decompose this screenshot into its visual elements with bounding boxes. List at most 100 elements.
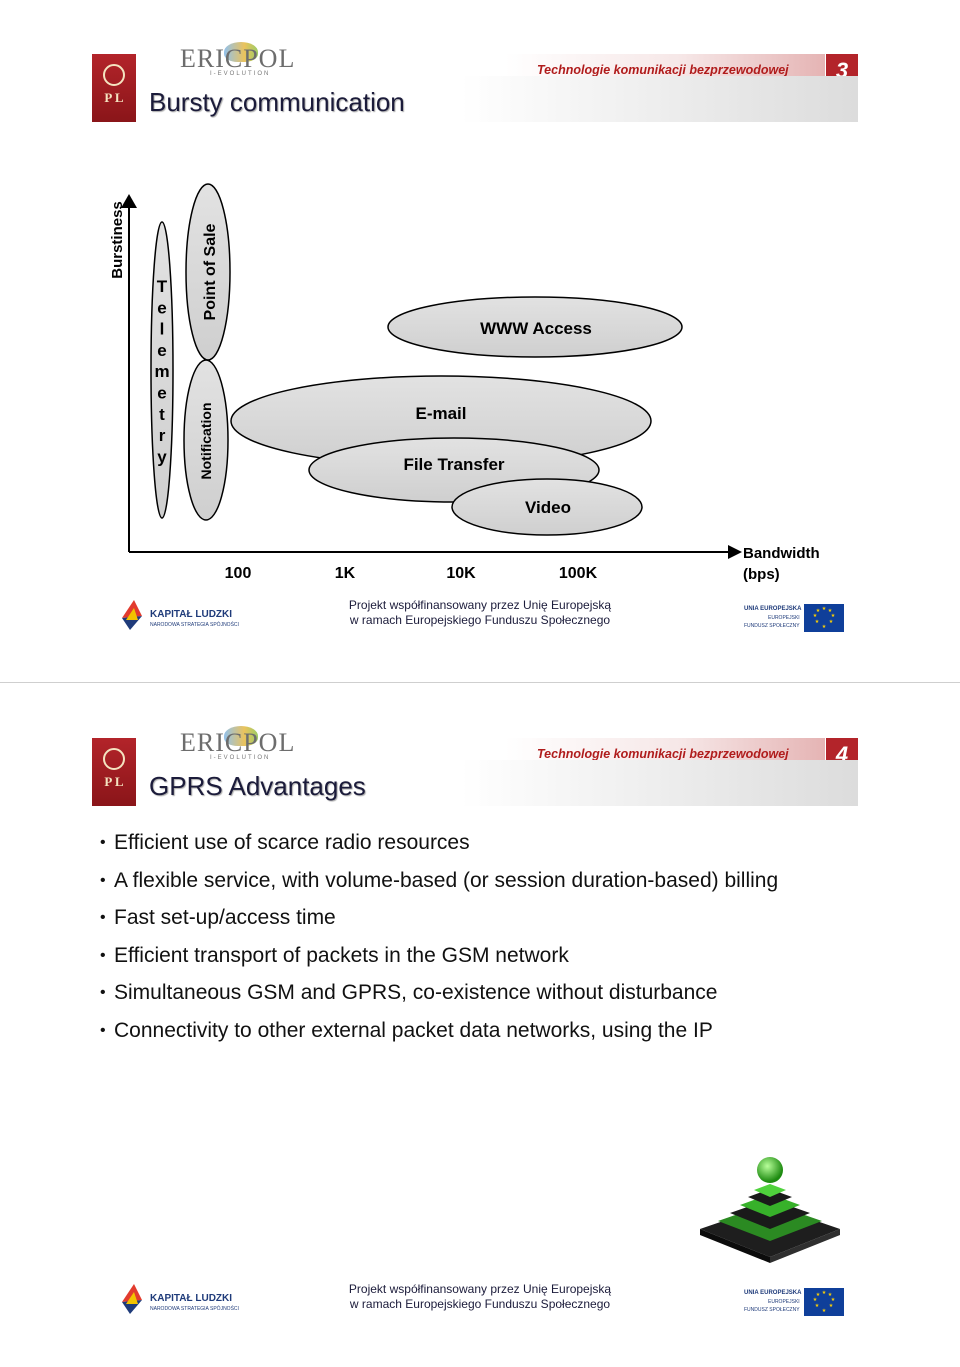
eu-logo: UNIA EUROPEJSKA EUROPEJSKI FUNDUSZ SPOŁE… xyxy=(740,602,846,634)
kapital-ludzki-mark-icon xyxy=(122,600,142,630)
project-line-1: Projekt współfinansowany przez Unię Euro… xyxy=(348,598,612,612)
eu-line-1: UNIA EUROPEJSKA xyxy=(744,606,802,612)
eu-line-2: EUROPEJSKI xyxy=(768,1299,800,1305)
www-access-label: WWW Access xyxy=(480,319,592,338)
eu-line-2: EUROPEJSKI xyxy=(768,615,800,621)
telemetry-letter: r xyxy=(159,426,166,445)
pyramid-illustration xyxy=(700,1157,840,1263)
project-funding-text: Projekt współfinansowany przez Unię Euro… xyxy=(0,598,960,628)
eu-line-3: FUNDUSZ SPOŁECZNY xyxy=(744,1307,800,1313)
ericpol-logo: ERICPOL I-EVOLUTION xyxy=(180,726,296,762)
x-tick-label: 1K xyxy=(335,565,356,582)
list-item: Fast set-up/access time xyxy=(100,899,778,937)
eagle-emblem-icon xyxy=(103,64,125,86)
advantages-list: Efficient use of scarce radio resources … xyxy=(100,824,778,1050)
tagline: Technologie komunikacji bezprzewodowej xyxy=(537,63,789,77)
x-tick-label: 100K xyxy=(559,565,598,582)
tagline: Technologie komunikacji bezprzewodowej xyxy=(537,747,789,761)
svg-text:★: ★ xyxy=(813,1297,818,1303)
slide-title: Bursty communication xyxy=(149,87,405,117)
video-bubble xyxy=(451,478,643,536)
list-item: Simultaneous GSM and GPRS, co-existence … xyxy=(100,974,778,1012)
www-access-bubble xyxy=(387,296,683,358)
y-axis-label: Burstiness xyxy=(109,201,126,279)
list-item: A flexible service, with volume-based (o… xyxy=(100,862,778,900)
telemetry-letter: m xyxy=(154,362,169,381)
burstiness-bandwidth-diagram: Burstiness Bandwidth (bps) 100 1K 10K 10… xyxy=(109,183,820,583)
list-item: Efficient transport of packets in the GS… xyxy=(100,937,778,975)
ericpol-logo-subtext: I-EVOLUTION xyxy=(210,755,271,761)
kapital-ludzki-mark-icon xyxy=(122,1284,142,1314)
title-bar: Bursty communication xyxy=(136,76,858,122)
eu-flag-icon: ★★★★ ★★★★ xyxy=(804,604,844,632)
kapital-ludzki-name: KAPITAŁ LUDZKI xyxy=(150,609,233,620)
project-funding-text: Projekt współfinansowany przez Unię Euro… xyxy=(0,1282,960,1312)
svg-text:★: ★ xyxy=(815,1303,820,1309)
slide-3: P L ERICPOL I-EVOLUTION Technologie komu… xyxy=(0,0,960,683)
footer: KAPITAŁ LUDZKI NARODOWA STRATEGIA SPÓJNO… xyxy=(0,596,960,636)
university-logo-text: P L xyxy=(104,90,124,105)
x-axis-arrow-icon xyxy=(728,545,742,559)
telemetry-letter: t xyxy=(159,405,165,424)
svg-text:★: ★ xyxy=(816,1292,821,1298)
svg-text:★: ★ xyxy=(828,608,833,614)
svg-text:★: ★ xyxy=(831,613,836,619)
green-sphere-icon xyxy=(757,1157,783,1183)
kapital-ludzki-name: KAPITAŁ LUDZKI xyxy=(150,1293,233,1304)
telemetry-letter: e xyxy=(157,341,166,360)
butterfly-icon xyxy=(224,726,258,746)
telemetry-letter: e xyxy=(157,298,166,317)
title-bar: GPRS Advantages xyxy=(136,760,858,806)
slide-4: P L ERICPOL I-EVOLUTION Technologie komu… xyxy=(0,684,960,1367)
ericpol-logo: ERICPOL I-EVOLUTION xyxy=(180,42,296,78)
svg-text:★: ★ xyxy=(813,613,818,619)
x-axis-label-line1: Bandwidth xyxy=(743,545,820,562)
ericpol-logo-text: ERICPOL xyxy=(180,44,296,73)
page-separator xyxy=(0,682,960,683)
x-tick-label: 10K xyxy=(446,565,476,582)
x-tick-label: 100 xyxy=(225,565,252,582)
svg-text:★: ★ xyxy=(822,1290,827,1296)
kapital-ludzki-logo: KAPITAŁ LUDZKI NARODOWA STRATEGIA SPÓJNO… xyxy=(120,596,240,636)
file-transfer-label: File Transfer xyxy=(403,455,504,474)
email-label: E-mail xyxy=(415,404,466,423)
list-item: Efficient use of scarce radio resources xyxy=(100,824,778,862)
slide-title: GPRS Advantages xyxy=(149,771,366,801)
eu-logo: UNIA EUROPEJSKA EUROPEJSKI FUNDUSZ SPOŁE… xyxy=(740,1286,846,1318)
telemetry-letter: y xyxy=(157,447,167,466)
university-logo: P L xyxy=(92,738,136,806)
eu-line-1: UNIA EUROPEJSKA xyxy=(744,1290,802,1296)
project-line-2: w ramach Europejskiego Funduszu Społeczn… xyxy=(349,1297,611,1311)
eu-line-3: FUNDUSZ SPOŁECZNY xyxy=(744,623,800,629)
telemetry-letter: l xyxy=(160,320,165,339)
notification-label: Notification xyxy=(198,403,214,480)
svg-text:★: ★ xyxy=(816,608,821,614)
point-of-sale-label: Point of Sale xyxy=(202,223,219,320)
svg-text:★: ★ xyxy=(829,619,834,625)
university-logo-text: P L xyxy=(104,774,124,789)
video-label: Video xyxy=(525,498,571,517)
butterfly-icon xyxy=(224,42,258,62)
kapital-ludzki-sub: NARODOWA STRATEGIA SPÓJNOŚCI xyxy=(150,622,239,628)
ericpol-logo-text: ERICPOL xyxy=(180,728,296,757)
ericpol-logo-subtext: I-EVOLUTION xyxy=(210,71,271,77)
telemetry-letter: e xyxy=(157,384,166,403)
telemetry-bubble xyxy=(150,221,174,519)
x-axis-label-line2: (bps) xyxy=(743,566,780,583)
project-line-2: w ramach Europejskiego Funduszu Społeczn… xyxy=(349,613,611,627)
svg-text:★: ★ xyxy=(822,624,827,630)
kapital-ludzki-sub: NARODOWA STRATEGIA SPÓJNOŚCI xyxy=(150,1306,239,1312)
svg-text:★: ★ xyxy=(828,1292,833,1298)
svg-text:★: ★ xyxy=(831,1297,836,1303)
project-line-1: Projekt współfinansowany przez Unię Euro… xyxy=(348,1282,612,1296)
svg-text:★: ★ xyxy=(815,619,820,625)
list-item: Connectivity to other external packet da… xyxy=(100,1012,778,1050)
kapital-ludzki-logo: KAPITAŁ LUDZKI NARODOWA STRATEGIA SPÓJNO… xyxy=(120,1280,240,1320)
y-axis-arrow-icon xyxy=(121,194,137,208)
svg-text:★: ★ xyxy=(829,1303,834,1309)
eu-flag-icon: ★★★★ ★★★★ xyxy=(804,1288,844,1316)
svg-text:★: ★ xyxy=(822,606,827,612)
svg-text:★: ★ xyxy=(822,1308,827,1314)
footer: KAPITAŁ LUDZKI NARODOWA STRATEGIA SPÓJNO… xyxy=(0,1280,960,1320)
